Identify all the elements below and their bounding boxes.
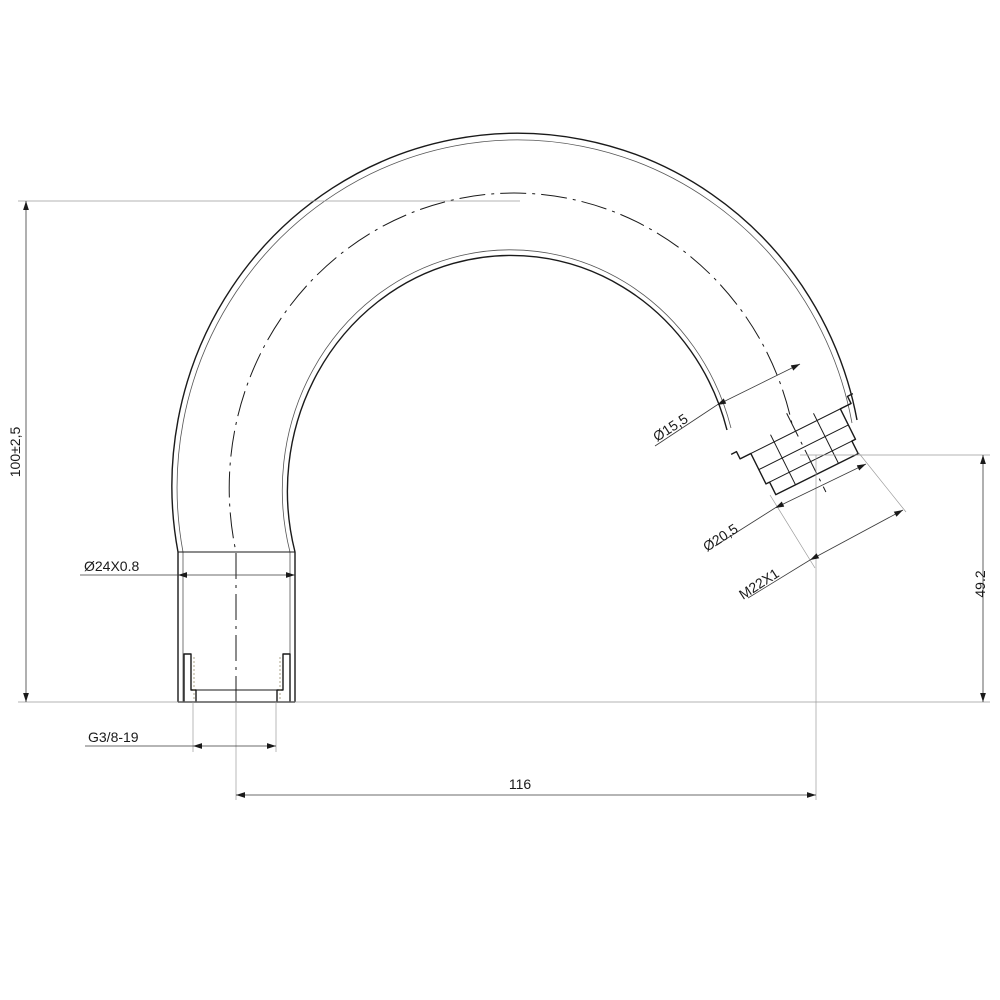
tube-inner-contour (286, 254, 728, 702)
extension-lines (18, 200, 990, 800)
ext-m22-b (857, 451, 907, 513)
inlet-thread-insert (183, 653, 291, 702)
outlet-step-line-2 (758, 424, 849, 471)
dimension-lines (23, 201, 986, 798)
dim-outlet-bore-line (716, 363, 801, 406)
tube-outer-contour (171, 132, 858, 702)
label-outlet-height: 49.2 (972, 570, 988, 597)
dim-outlet-diameter-line (774, 463, 867, 509)
tube-centerline (228, 192, 793, 702)
inlet-insert-profile (183, 653, 291, 702)
outlet-bore-right (813, 413, 839, 464)
dim-outlet-thread-line (809, 509, 904, 561)
label-outlet-thread: M22X1 (736, 565, 782, 603)
dimension-labels: 100±2,5 116 49.2 Ø24X0.8 G3/8-19 Ø15,5 Ø… (7, 410, 988, 792)
tube-inner-wall-line (281, 249, 732, 702)
outlet-fitting (730, 393, 859, 496)
label-outlet-diameter: Ø20,5 (700, 520, 741, 554)
label-tube-diameter: Ø24X0.8 (84, 558, 139, 574)
spout-body (171, 132, 858, 703)
outlet-body-profile (730, 393, 859, 496)
dim-outlet-diameter-leader (714, 507, 776, 547)
label-horizontal-reach: 116 (509, 776, 532, 792)
tube-outer-wall-line (176, 139, 853, 702)
label-outlet-bore: Ø15,5 (650, 410, 691, 444)
label-inlet-thread: G3/8-19 (88, 729, 139, 745)
dim-outlet-thread-leader (747, 559, 811, 599)
label-overall-height: 100±2,5 (7, 427, 23, 478)
dim-outlet-bore-leader (654, 404, 718, 447)
outlet-bore-left (770, 434, 796, 486)
ext-m22-a (769, 494, 816, 569)
